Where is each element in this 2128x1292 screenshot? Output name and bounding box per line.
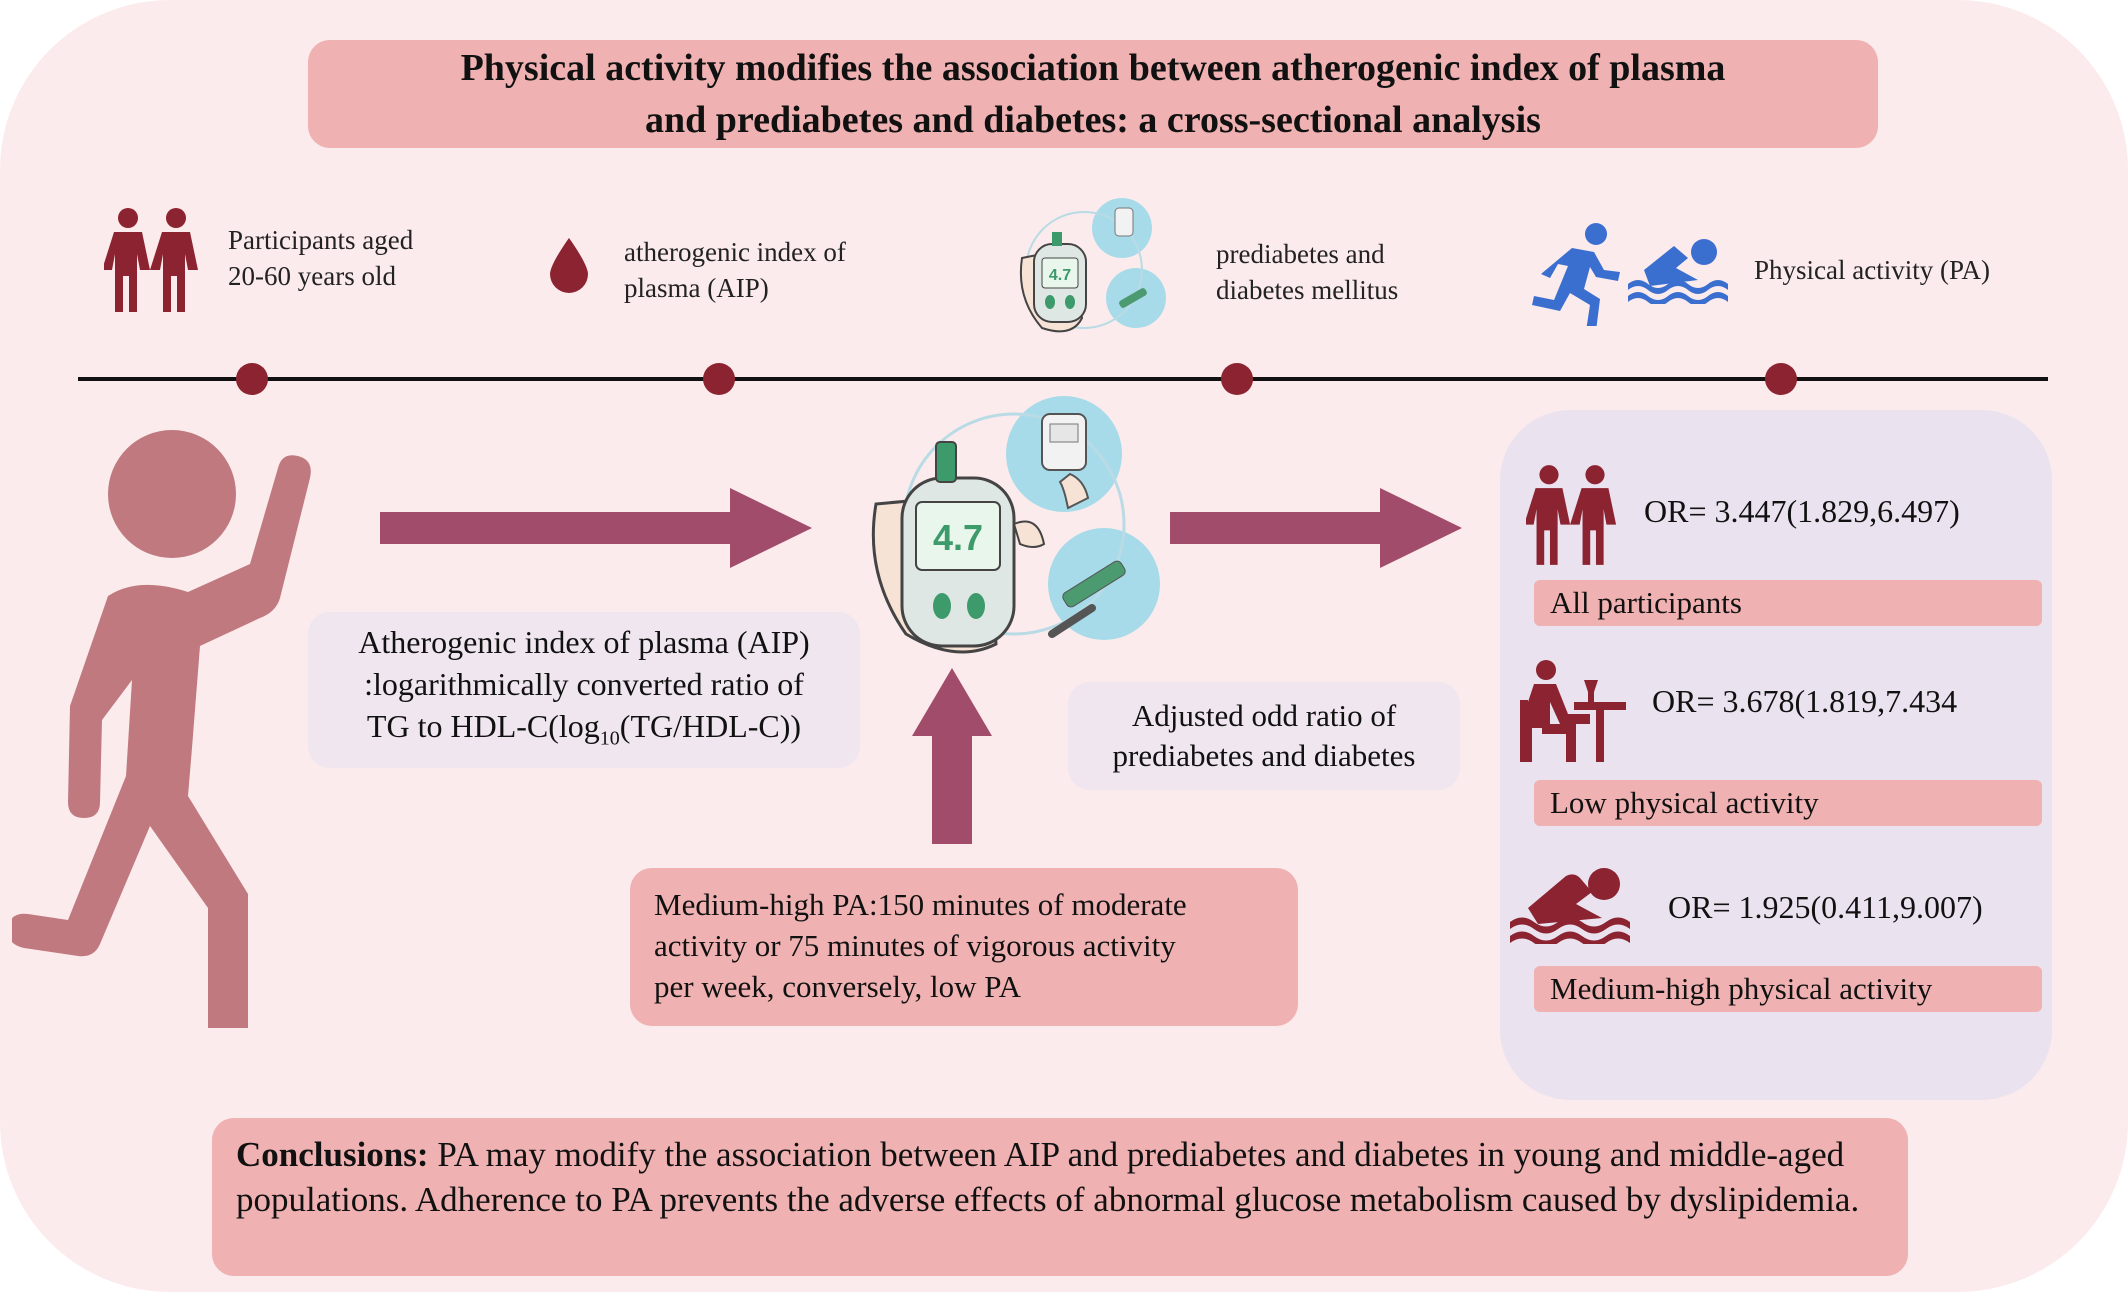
- runner-icon: [1532, 223, 1620, 326]
- timeline-axis: [78, 377, 2048, 381]
- aip-definition-line3: TG to HDL-C(log10(TG/HDL-C)): [366, 707, 802, 750]
- small-meter-reading: 4.7: [1049, 267, 1071, 284]
- timeline-dot-pa: [1765, 363, 1797, 395]
- pa-label: Physical activity (PA): [1754, 255, 1990, 285]
- timeline-dot-diabetes: [1221, 363, 1253, 395]
- conclusion-label: Conclusions:: [236, 1135, 429, 1174]
- conclusion-box: Conclusions: PA may modify the associati…: [212, 1118, 1908, 1276]
- blood-drop-icon: [550, 238, 588, 293]
- swimmer-top-icon: [1628, 239, 1728, 304]
- aip-definition-line2: :logarithmically converted ratio of: [364, 665, 804, 702]
- group-all-participants: All participants: [1534, 580, 2042, 626]
- participants-label: Participants aged 20-60 years old: [228, 225, 414, 291]
- aip-label: atherogenic index of plasma (AIP): [624, 237, 846, 303]
- diabetes-label: prediabetes and diabetes mellitus: [1216, 239, 1399, 305]
- timeline-dot-aip: [703, 363, 735, 395]
- aip-definition-line1: Atherogenic index of plasma (AIP): [358, 623, 810, 660]
- group-medium-high-pa: Medium-high physical activity: [1534, 966, 2042, 1012]
- sitting-person-icon: [1520, 660, 1626, 762]
- or-medium-high-pa: OR= 1.925(0.411,9.007): [1668, 889, 1983, 925]
- group-low-pa: Low physical activity: [1534, 780, 2042, 826]
- arrow-pa-to-meter: [912, 668, 992, 844]
- arrow-meter-to-results: [1170, 488, 1462, 568]
- walking-person-figure: [12, 430, 311, 1028]
- timeline-dot-participants: [236, 363, 268, 395]
- swimmer-icon: [1510, 868, 1630, 944]
- two-people-icon: [1526, 465, 1617, 565]
- odds-ratio-label-box: Adjusted odd ratio of prediabetes and di…: [1068, 682, 1460, 790]
- aip-definition-box: Atherogenic index of plasma (AIP) :logar…: [308, 612, 860, 768]
- pa-definition-box: Medium-high PA:150 minutes of moderate a…: [630, 868, 1298, 1026]
- glucose-meter-small-icon: 4.7: [1019, 198, 1166, 333]
- meter-reading: 4.7: [933, 517, 983, 558]
- page-title: Physical activity modifies the associati…: [308, 40, 1878, 148]
- or-all-participants: OR= 3.447(1.829,6.497): [1644, 493, 1960, 529]
- arrow-aip-to-meter: [380, 488, 812, 568]
- conclusion-text: PA may modify the association between AI…: [236, 1135, 1860, 1219]
- two-people-icon: [104, 208, 198, 312]
- or-low-pa: OR= 3.678(1.819,7.434: [1652, 683, 1958, 719]
- glucose-meter-illustration: 4.7: [871, 396, 1160, 654]
